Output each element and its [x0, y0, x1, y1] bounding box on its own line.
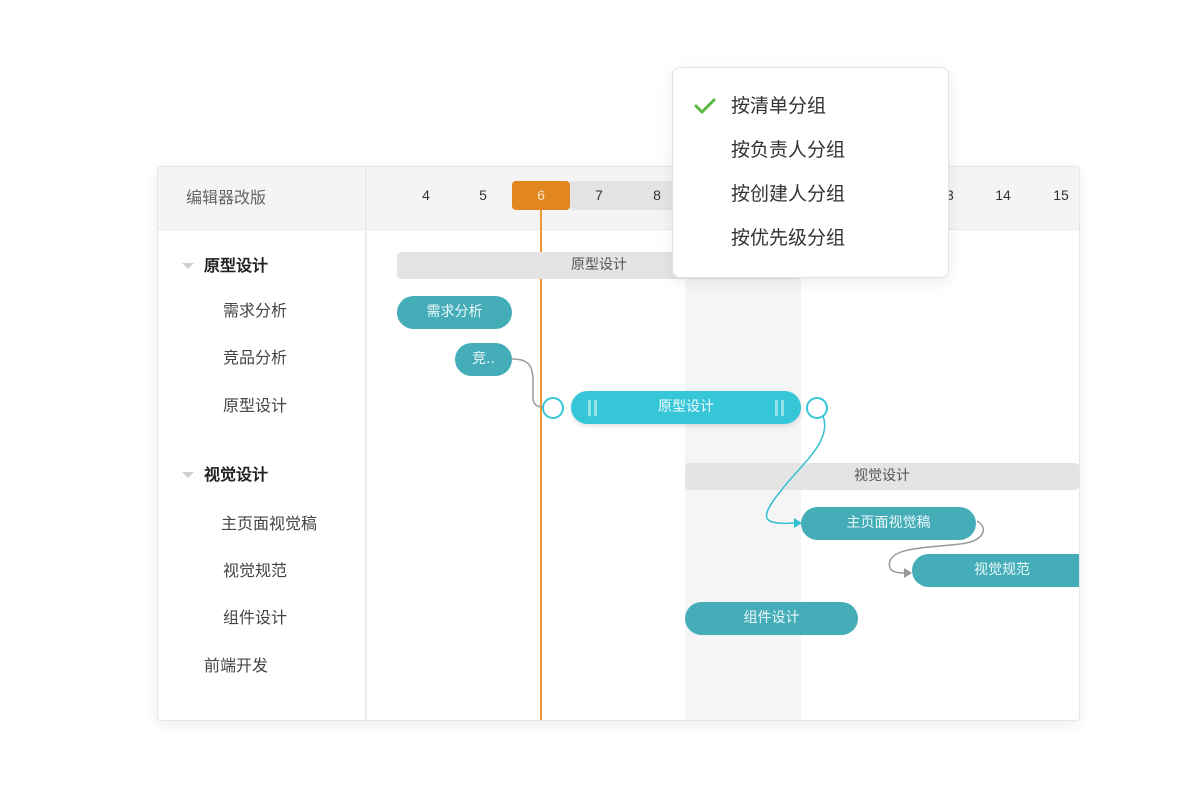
menu-item-group-by-creator[interactable]: 按创建人分组 [673, 174, 948, 214]
day-cell[interactable]: 5 [479, 187, 487, 203]
tree-item-frontend[interactable]: 前端开发 [204, 656, 269, 675]
today-line [540, 210, 542, 720]
day-cell-today[interactable]: 6 [512, 181, 570, 210]
link-point-start[interactable] [542, 397, 564, 419]
menu-item-group-by-priority[interactable]: 按优先级分组 [673, 218, 948, 258]
sidebar-divider[interactable] [365, 167, 367, 720]
tree-item[interactable]: 组件设计 [223, 608, 288, 627]
task-bar-requirements[interactable]: 需求分析 [397, 296, 512, 329]
task-bar-homepage-visual[interactable]: 主页面视觉稿 [801, 507, 976, 540]
project-title: 编辑器改版 [186, 188, 267, 207]
task-bar-competitor[interactable]: 竞.. [455, 343, 512, 376]
task-bar-label: 原型设计 [658, 399, 714, 415]
menu-item-label: 按创建人分组 [731, 183, 846, 205]
menu-item-label: 按优先级分组 [731, 227, 846, 249]
menu-item-label: 按清单分组 [731, 95, 827, 117]
collapse-caret-icon[interactable] [182, 472, 194, 478]
task-bar-prototype-selected[interactable]: 原型设计 [571, 391, 801, 424]
tree-item[interactable]: 需求分析 [223, 301, 288, 320]
task-bar-visual-spec[interactable]: 视觉规范 [912, 554, 1079, 587]
menu-item-label: 按负责人分组 [731, 139, 846, 161]
group-bar-visual[interactable]: 视觉设计 [685, 463, 1079, 490]
menu-item-group-by-assignee[interactable]: 按负责人分组 [673, 130, 948, 170]
menu-item-group-by-list[interactable]: 按清单分组 [673, 86, 948, 126]
collapse-caret-icon[interactable] [182, 263, 194, 269]
day-cell[interactable]: 14 [995, 187, 1011, 203]
link-point-end[interactable] [806, 397, 828, 419]
dependency-lines [511, 358, 985, 578]
day-cell-selected[interactable]: 7 [570, 181, 628, 210]
tree-group-prototype[interactable]: 原型设计 [204, 256, 269, 275]
tree-group-visual[interactable]: 视觉设计 [204, 465, 269, 484]
resize-handle-left[interactable] [588, 400, 591, 416]
resize-handle-left[interactable] [594, 400, 597, 416]
resize-handle-right[interactable] [775, 400, 778, 416]
day-cell[interactable]: 15 [1053, 187, 1069, 203]
tree-item[interactable]: 主页面视觉稿 [221, 514, 318, 533]
tree-item[interactable]: 原型设计 [223, 396, 288, 415]
tree-item[interactable]: 视觉规范 [223, 561, 288, 580]
tree-item[interactable]: 竞品分析 [223, 348, 288, 367]
checkmark-icon [694, 98, 716, 114]
resize-handle-right[interactable] [781, 400, 784, 416]
group-by-menu: 按清单分组 按负责人分组 按创建人分组 按优先级分组 [672, 67, 949, 278]
task-bar-component-design[interactable]: 组件设计 [685, 602, 858, 635]
day-cell[interactable]: 4 [422, 187, 430, 203]
